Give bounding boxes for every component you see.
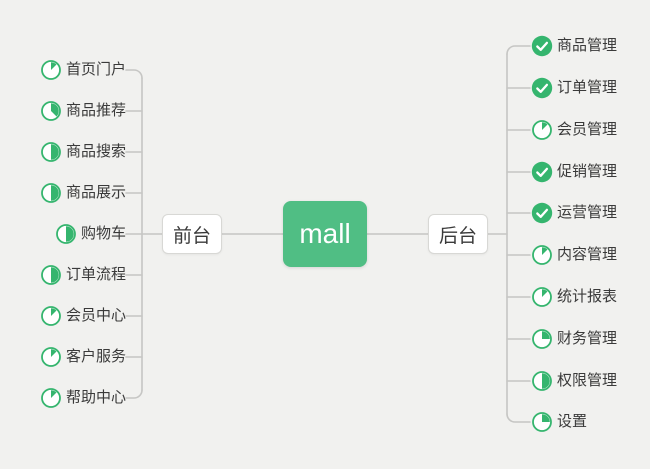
leaf-node-label: 权限管理 (557, 372, 618, 389)
task-progress-icon (531, 328, 553, 350)
leaf-node[interactable]: 商品展示 (40, 180, 126, 206)
leaf-node-label: 订单流程 (65, 266, 126, 283)
leaf-node[interactable]: 会员管理 (531, 117, 617, 143)
task-progress-icon (40, 141, 62, 163)
task-done-icon (531, 35, 553, 57)
task-progress-icon (40, 387, 62, 409)
leaf-node-label: 客户服务 (65, 348, 126, 365)
leaf-node[interactable]: 权限管理 (531, 368, 617, 394)
task-done-icon (531, 77, 553, 99)
task-progress-icon (55, 223, 77, 245)
leaf-node[interactable]: 设置 (531, 409, 587, 435)
leaf-node[interactable]: 商品管理 (531, 33, 617, 59)
leaf-node-label: 会员管理 (557, 121, 618, 138)
leaf-node[interactable]: 商品搜索 (40, 139, 126, 165)
leaf-node[interactable]: 首页门户 (40, 57, 126, 83)
leaf-node[interactable]: 帮助中心 (40, 385, 126, 411)
leaf-node[interactable]: 统计报表 (531, 284, 617, 310)
root-node[interactable]: mall (283, 201, 367, 267)
task-progress-icon (531, 370, 553, 392)
leaf-node[interactable]: 购物车 (55, 221, 126, 247)
task-progress-icon (40, 346, 62, 368)
task-done-icon (531, 161, 553, 183)
leaf-node-label: 运营管理 (557, 204, 618, 221)
leaf-node-label: 首页门户 (65, 61, 126, 78)
task-progress-icon (531, 244, 553, 266)
leaf-node[interactable]: 会员中心 (40, 303, 126, 329)
task-progress-icon (531, 286, 553, 308)
leaf-node-label: 订单管理 (557, 79, 618, 96)
task-progress-icon (531, 119, 553, 141)
leaf-node[interactable]: 财务管理 (531, 326, 617, 352)
task-done-icon (531, 202, 553, 224)
task-progress-icon (40, 305, 62, 327)
leaf-node-label: 商品推荐 (65, 102, 126, 119)
leaf-node[interactable]: 订单管理 (531, 75, 617, 101)
leaf-node[interactable]: 内容管理 (531, 242, 617, 268)
leaf-node-label: 购物车 (80, 225, 126, 242)
leaf-node[interactable]: 运营管理 (531, 200, 617, 226)
leaf-node[interactable]: 商品推荐 (40, 98, 126, 124)
leaf-node-label: 促销管理 (557, 163, 618, 180)
leaf-node[interactable]: 促销管理 (531, 159, 617, 185)
task-progress-icon (531, 411, 553, 433)
leaf-node-label: 帮助中心 (65, 389, 126, 406)
leaf-node-label: 统计报表 (557, 288, 618, 305)
leaf-node[interactable]: 订单流程 (40, 262, 126, 288)
leaf-node-label: 内容管理 (557, 246, 618, 263)
leaf-node-label: 商品管理 (557, 37, 618, 54)
branch-node-left[interactable]: 前台 (162, 214, 222, 254)
task-progress-icon (40, 182, 62, 204)
leaf-node[interactable]: 客户服务 (40, 344, 126, 370)
leaf-node-label: 设置 (557, 413, 588, 430)
branch-node-right[interactable]: 后台 (428, 214, 488, 254)
task-progress-icon (40, 59, 62, 81)
leaf-node-label: 商品搜索 (65, 143, 126, 160)
task-progress-icon (40, 264, 62, 286)
leaf-node-label: 会员中心 (65, 307, 126, 324)
task-progress-icon (40, 100, 62, 122)
leaf-node-label: 商品展示 (65, 184, 126, 201)
leaf-node-label: 财务管理 (557, 330, 618, 347)
